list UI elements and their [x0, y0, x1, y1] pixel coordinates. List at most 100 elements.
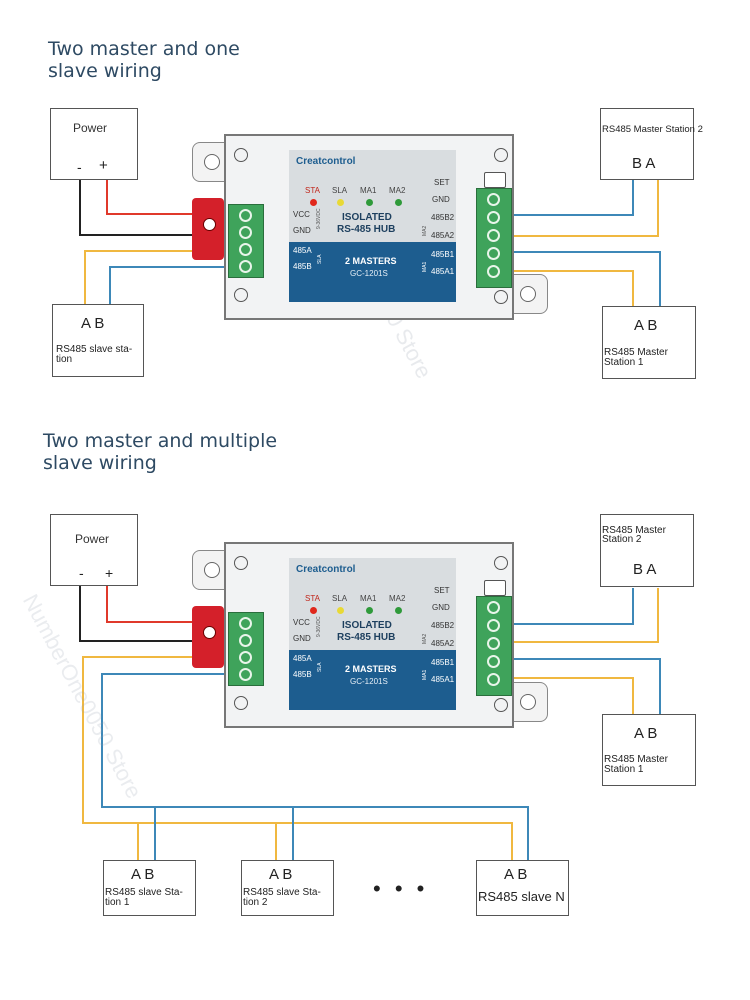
- mount-hole: [520, 694, 536, 710]
- set-button[interactable]: [484, 580, 506, 596]
- led-label-sta: STA: [305, 186, 320, 195]
- led-label-ma2: MA2: [389, 186, 406, 195]
- terminal-screw: [487, 211, 500, 224]
- terminal-screw: [487, 655, 500, 668]
- master2-label-line2: Station 2: [602, 534, 642, 545]
- terminal-485a2-label: 485A2: [431, 231, 455, 240]
- power-plus-label: +: [105, 565, 114, 581]
- terminal-screw: [239, 243, 252, 256]
- diagram1-title-line1: Two master and one: [48, 38, 240, 60]
- slave-ab-label: A B: [504, 866, 528, 883]
- slave-box-1: A B RS485 slave Sta- tion 1: [103, 860, 196, 916]
- led-label-ma1: MA1: [360, 594, 377, 603]
- power-minus-wire: [79, 178, 245, 236]
- connector-screw: [203, 626, 216, 639]
- mount-hole: [204, 562, 220, 578]
- master2-ba-label: B A: [633, 561, 657, 578]
- master1-label-line2: Station 1: [604, 764, 644, 775]
- master1-ab-label: A B: [634, 317, 658, 334]
- set-button[interactable]: [484, 172, 506, 188]
- master1-label-line1: RS485 Master: [604, 347, 668, 358]
- led-label-sla: SLA: [332, 186, 348, 195]
- slave-box: A B RS485 slave sta- tion: [52, 304, 144, 377]
- terminal-gnd2-label: GND: [432, 603, 450, 612]
- master1b-wire-2: [493, 658, 661, 714]
- ma2-side-note: MA2: [422, 225, 428, 236]
- power-box: Power - +: [50, 108, 138, 180]
- corner-hole: [494, 556, 508, 570]
- device-name-line2: RS-485 HUB: [337, 224, 396, 235]
- slave-n-label: RS485 slave N: [478, 889, 565, 904]
- led-label-ma2: MA2: [389, 594, 406, 603]
- master1-box: A B RS485 Master Station 1: [602, 306, 696, 379]
- device-name-line2: RS-485 HUB: [337, 632, 396, 643]
- hub-label-top: [289, 558, 456, 650]
- hub-label-bottom: [289, 242, 456, 302]
- led-label-ma1: MA1: [360, 186, 377, 195]
- diagram2-title-line1: Two master and multiple: [43, 430, 278, 452]
- master2a-wire-2: [493, 588, 659, 643]
- brand-logo: Creatcontrol: [296, 564, 356, 575]
- model-label: GC-1201S: [350, 269, 388, 278]
- slave-ab-label: A B: [269, 866, 293, 883]
- led-ma1: [366, 607, 373, 614]
- slave-label-line2: tion: [56, 354, 73, 365]
- diagram2-title-line2: slave wiring: [43, 452, 157, 474]
- diagram1-title-line2: slave wiring: [48, 60, 162, 82]
- terminal-screw: [239, 209, 252, 222]
- terminal-gnd-label: GND: [293, 634, 311, 643]
- terminal-screw: [487, 601, 500, 614]
- hub-label-bottom: [289, 650, 456, 710]
- terminal-screw: [487, 265, 500, 278]
- diagram1-title: Two master and one slave wiring: [48, 38, 240, 82]
- power-range-note: 9-36VDC: [316, 616, 322, 637]
- bus-b-wire: [101, 673, 529, 860]
- slave-ab-label: A B: [81, 315, 105, 332]
- rs485-hub-device: Creatcontrol STA SLA MA1 MA2 ISOLATED RS…: [192, 132, 548, 322]
- terminal-screw: [239, 668, 252, 681]
- master1-b-wire: [493, 251, 661, 306]
- corner-hole: [234, 148, 248, 162]
- terminal-485b-label: 485B: [293, 262, 312, 271]
- master2-ba-label: B A: [632, 155, 656, 172]
- model-label: GC-1201S: [350, 677, 388, 686]
- ma1-side-note: MA1: [422, 669, 428, 680]
- slave-label-line2: tion 2: [243, 897, 268, 908]
- master2b-wire-2: [493, 588, 634, 625]
- slave-a-wire: [84, 250, 245, 304]
- terminal-485a-label: 485A: [293, 654, 312, 663]
- master1-label-line2: Station 1: [604, 357, 644, 368]
- slave-label-line1: RS485 slave Sta-: [243, 887, 321, 898]
- sla-side-note: SLA: [317, 254, 323, 264]
- power-plus-wire: [106, 178, 208, 215]
- sla-side-note: SLA: [317, 662, 323, 672]
- power2-minus-wire: [79, 585, 245, 642]
- master1-box-2: A B RS485 Master Station 1: [602, 714, 696, 786]
- led-ma2: [395, 199, 402, 206]
- terminal-set-label: SET: [434, 586, 450, 595]
- bus-a-wire: [82, 656, 513, 860]
- led-sla: [337, 199, 344, 206]
- terminal-gnd-label: GND: [293, 226, 311, 235]
- power-minus-label: -: [77, 159, 82, 175]
- master1a-wire-2: [493, 677, 634, 714]
- master2-label-line1: RS485 Master: [602, 525, 666, 536]
- power-label: Power: [75, 532, 110, 546]
- diagram2-title: Two master and multiple slave wiring: [43, 430, 277, 474]
- terminal-screw: [487, 637, 500, 650]
- slave-label-line2: tion 1: [105, 897, 130, 908]
- led-label-sla: SLA: [332, 594, 348, 603]
- power-range-note: 9-36VDC: [316, 208, 322, 229]
- terminal-screw: [487, 247, 500, 260]
- led-label-sta: STA: [305, 594, 320, 603]
- corner-hole: [494, 698, 508, 712]
- device-name-line1: ISOLATED: [342, 212, 392, 223]
- corner-hole: [494, 290, 508, 304]
- brand-logo: Creatcontrol: [296, 156, 356, 167]
- terminal-485a-label: 485A: [293, 246, 312, 255]
- master2-box-2: RS485 Master Station 2 B A: [600, 514, 694, 587]
- slave-box-n: A B RS485 slave N: [476, 860, 569, 916]
- led-sla: [337, 607, 344, 614]
- rs485-hub-device-2: Creatcontrol STA SLA MA1 MA2 ISOLATED RS…: [192, 540, 548, 730]
- ma1-side-note: MA1: [422, 261, 428, 272]
